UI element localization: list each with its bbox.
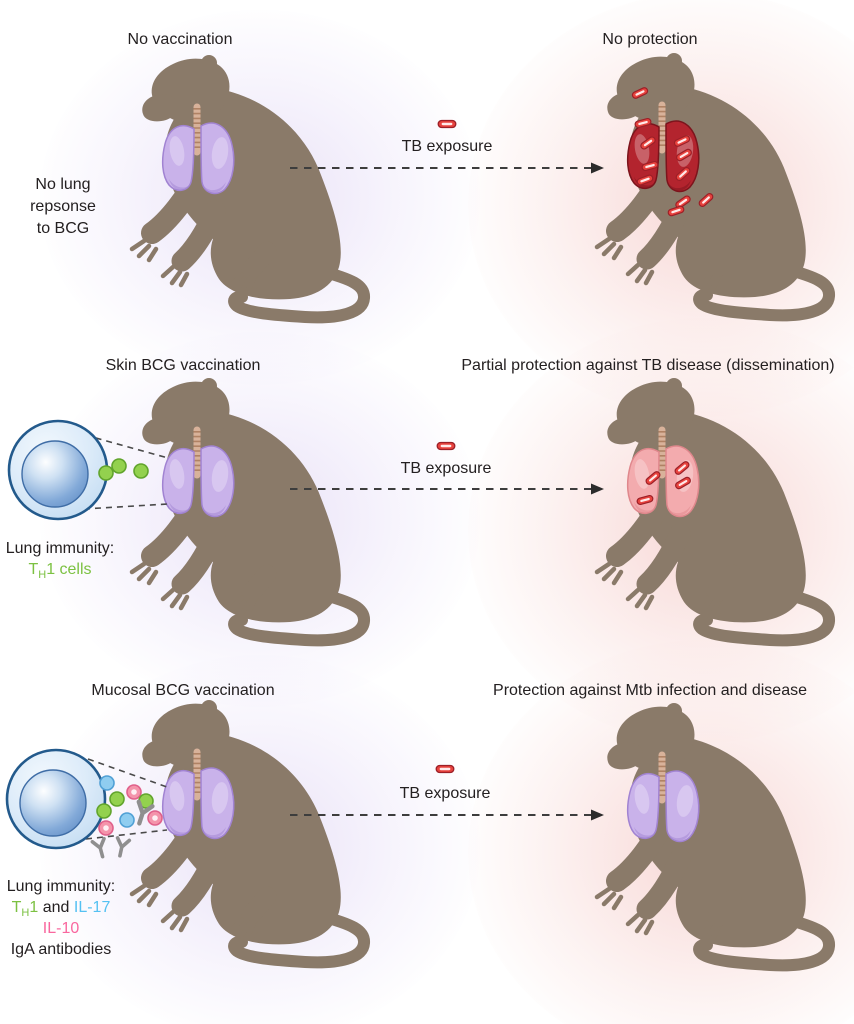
tb-bacterium-icon (435, 441, 457, 451)
monkey-unvaccinated (125, 55, 425, 335)
callout-dashed-lines (85, 758, 168, 840)
tb-bacterium-icon (436, 119, 458, 129)
callout-dashed-lines (83, 434, 169, 510)
monkey-silhouette (597, 378, 829, 640)
monkey-silhouette (597, 53, 829, 315)
dashed-arrow (289, 808, 605, 822)
lung-immunity-label-skin: Lung immunity: TH1 cells (5, 540, 115, 582)
monkey-silhouette (597, 703, 829, 965)
title-mucosal-bcg: Mucosal BCG vaccination (91, 682, 275, 699)
title-partial-protection: Partial protection against TB disease (d… (461, 357, 835, 374)
monkey-no-protection (590, 53, 854, 333)
th1-cells-label: TH1 cells (28, 561, 92, 582)
th1-cytokine-dots (98, 458, 149, 481)
tb-bacterium-icon (434, 764, 456, 774)
title-full-protection: Protection against Mtb infection and dis… (493, 682, 807, 699)
tb-exposure-label: TB exposure (400, 460, 492, 477)
monkey-partial-protection (590, 378, 854, 658)
cytokine-dots-mixed (96, 775, 163, 836)
dashed-arrow (289, 482, 605, 496)
il10-label: IL-10 (42, 920, 80, 937)
immune-cell-icon (5, 748, 107, 850)
iga-label: IgA antibodies (10, 941, 112, 958)
tb-exposure-label: TB exposure (399, 785, 491, 802)
title-skin-bcg: Skin BCG vaccination (105, 357, 261, 374)
no-lung-response-label: No lung repsonse to BCG (30, 176, 96, 237)
immune-cell-callout (7, 419, 169, 521)
title-no-vaccination: No vaccination (127, 31, 233, 48)
monkey-silhouette (132, 55, 364, 317)
monkey-protected (590, 703, 854, 983)
immune-cell-icon (7, 419, 109, 521)
immune-cell-callout-mucosal (5, 748, 168, 861)
lung-immunity-label-mucosal: Lung immunity: TH1 and IL-17 IL-10 IgA a… (6, 878, 116, 958)
th1-il17-line: TH1 and IL-17 (11, 899, 111, 920)
dashed-arrow (289, 161, 605, 175)
title-no-protection: No protection (602, 31, 698, 48)
tb-exposure-label: TB exposure (401, 138, 493, 155)
